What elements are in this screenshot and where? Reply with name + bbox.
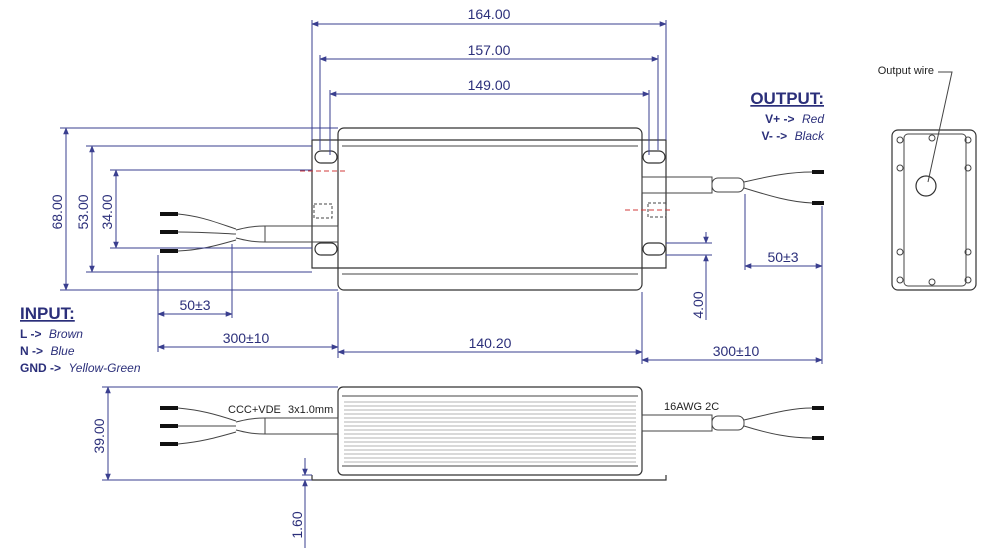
input-cable xyxy=(160,212,339,253)
input-legend: INPUT: L -> Brown N -> Blue GND -> Yello… xyxy=(20,304,141,376)
output-value-2: Black xyxy=(795,129,825,143)
flange-slot xyxy=(314,242,338,256)
output-key-1: V+ -> xyxy=(765,112,794,126)
svg-text:N -> Blue: N -> Blue xyxy=(20,342,75,359)
heatsink-fins xyxy=(344,401,636,463)
dim-height-53: 53.00 xyxy=(75,194,91,229)
input-value-3: Yellow-Green xyxy=(68,361,140,375)
output-wire-callout: Output wire xyxy=(878,65,934,77)
output-legend: OUTPUT: V+ -> Red V- -> Black xyxy=(750,89,825,144)
dim-output-strip: 50±3 xyxy=(767,249,798,265)
side-view: CCC+VDE 3x1.0mm 16AWG 2C 39.00 1.60 xyxy=(91,386,824,548)
input-title: INPUT: xyxy=(20,304,75,323)
output-cable-spec: 16AWG 2C xyxy=(664,401,719,413)
flange-slot xyxy=(642,242,666,256)
svg-text:GND -> Yellow-Green: GND -> Yellow-Green xyxy=(20,359,141,376)
input-cable-spec: 3x1.0mm xyxy=(288,404,333,416)
dim-output-cable: 300±10 xyxy=(713,343,760,359)
dim-length-140: 140.20 xyxy=(469,335,512,351)
dim-flange-1-60: 1.60 xyxy=(289,511,305,538)
dim-input-strip: 50±3 xyxy=(179,297,210,313)
output-title: OUTPUT: xyxy=(750,89,824,108)
output-value-1: Red xyxy=(802,112,824,126)
output-wire-hole xyxy=(915,175,937,197)
dim-width-149: 149.00 xyxy=(468,77,511,93)
dim-width-157: 157.00 xyxy=(468,42,511,58)
flange-slot xyxy=(314,150,338,164)
output-cable xyxy=(641,170,824,205)
housing-body xyxy=(337,127,643,291)
svg-text:L -> Brown: L -> Brown xyxy=(20,325,83,342)
dim-height-68: 68.00 xyxy=(49,194,65,229)
input-value-1: Brown xyxy=(49,327,83,341)
end-plate xyxy=(891,129,977,291)
dim-slot-4: 4.00 xyxy=(690,291,706,318)
side-flange xyxy=(311,475,667,481)
input-key-3: GND -> xyxy=(20,361,61,375)
svg-text:V- -> Black: V- -> Black xyxy=(762,127,825,144)
top-view: 164.00 157.00 149.00 68.00 53.00 34.00 5… xyxy=(49,6,824,364)
dim-width-164: 164.00 xyxy=(468,6,511,22)
flange-slot xyxy=(642,150,666,164)
mounting-flange xyxy=(311,139,667,269)
input-key-2: N -> xyxy=(20,344,43,358)
input-key-1: L -> xyxy=(20,327,41,341)
dim-height-39: 39.00 xyxy=(91,418,107,453)
output-key-2: V- -> xyxy=(762,129,788,143)
svg-text:V+ -> Red: V+ -> Red xyxy=(765,110,824,127)
dim-input-cable: 300±10 xyxy=(223,330,270,346)
input-value-2: Blue xyxy=(50,344,74,358)
end-view: Output wire xyxy=(878,65,977,291)
dim-height-34: 34.00 xyxy=(99,194,115,229)
input-cable-label: CCC+VDE xyxy=(228,404,281,416)
